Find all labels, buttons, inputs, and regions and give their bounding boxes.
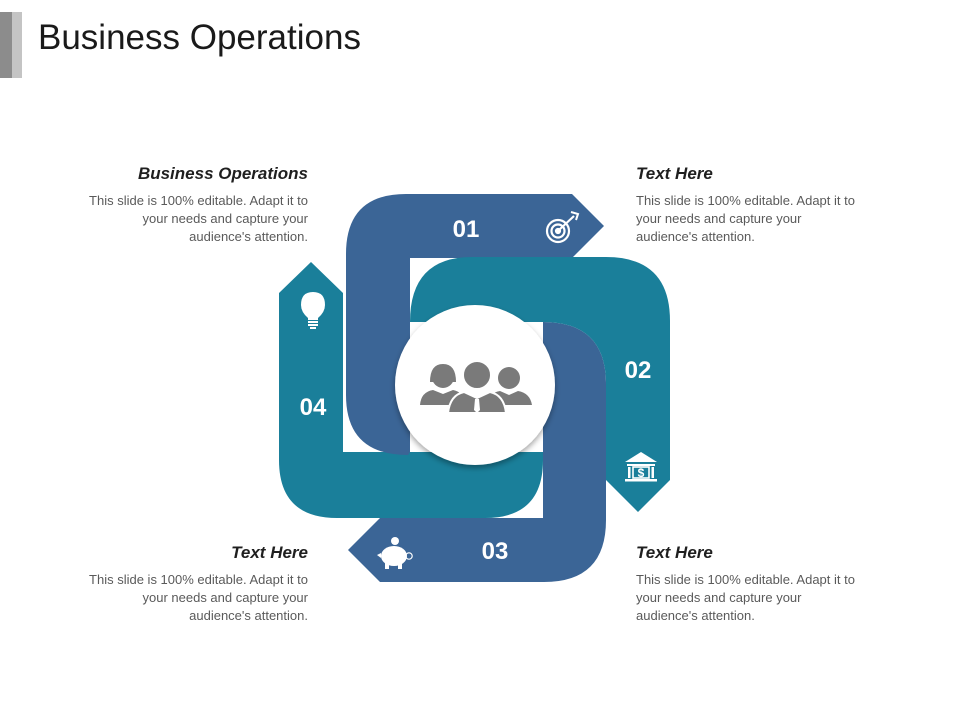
block-heading: Text Here (231, 543, 308, 562)
block-heading: Text Here (636, 164, 713, 183)
text-block-top-right: Text Here This slide is 100% editable. A… (636, 164, 858, 246)
svg-text:$: $ (638, 466, 645, 480)
slide-title: Business Operations (38, 18, 361, 57)
step-number-04: 04 (300, 394, 327, 421)
block-heading: Business Operations (137, 164, 308, 183)
text-block-top-left: Business Operations This slide is 100% e… (86, 164, 308, 246)
step-number-02: 02 (625, 357, 652, 384)
segment-01 (346, 194, 604, 455)
block-body: This slide is 100% editable. Adapt it to… (636, 193, 855, 244)
accent-bar-light (12, 12, 22, 78)
block-body: This slide is 100% editable. Adapt it to… (89, 572, 308, 623)
step-number-03: 03 (482, 538, 509, 565)
bank-icon: $ (625, 452, 657, 482)
text-block-bottom-right: Text Here This slide is 100% editable. A… (636, 543, 858, 625)
block-heading: Text Here (636, 543, 713, 562)
step-number-01: 01 (453, 216, 480, 243)
lightbulb-icon (301, 292, 325, 329)
block-body: This slide is 100% editable. Adapt it to… (636, 572, 855, 623)
block-body: This slide is 100% editable. Adapt it to… (89, 193, 308, 244)
title-accent-bar (0, 12, 22, 78)
target-icon (545, 211, 580, 244)
text-block-bottom-left: Text Here This slide is 100% editable. A… (86, 543, 308, 625)
team-icon (420, 360, 532, 414)
piggy-bank-icon (377, 537, 413, 569)
accent-bar-dark (0, 12, 12, 78)
segment-03 (348, 322, 606, 582)
